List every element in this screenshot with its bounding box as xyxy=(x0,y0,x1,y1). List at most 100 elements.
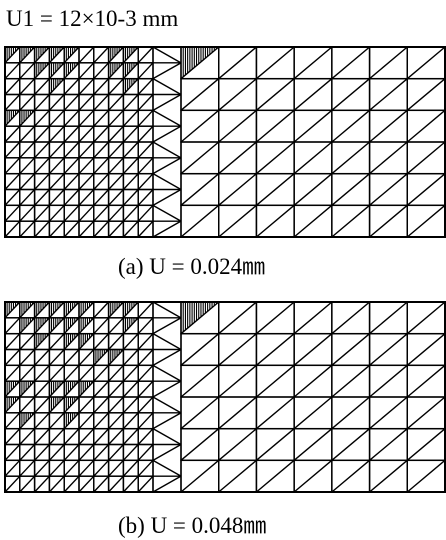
mesh-a-fine-diagonal xyxy=(78,46,95,64)
mesh-a-coarse-diagonal xyxy=(331,109,371,143)
mesh-a-fine-diagonal xyxy=(108,189,124,206)
mesh-b-transition-edge xyxy=(152,428,182,446)
mesh-b-coarse-diagonal xyxy=(331,333,371,366)
mesh-b-fine-diagonal xyxy=(137,380,154,398)
mesh-b-fine-diagonal xyxy=(108,412,124,430)
mesh-a-coarse-diagonal xyxy=(369,78,408,111)
mesh-b-fine-diagonal xyxy=(108,428,124,445)
mesh-b-fine-diagonal xyxy=(34,444,50,461)
mesh-a-coarse-diagonal xyxy=(218,109,257,143)
mesh-a-coarse-diagonal xyxy=(255,141,295,175)
mesh-a-coarse-diagonal xyxy=(218,78,257,111)
mesh-a-fine-diagonal xyxy=(63,141,80,159)
mesh-a-coarse-diagonal xyxy=(293,141,333,175)
mesh-b-fine-diagonal xyxy=(34,475,50,493)
mesh-b-fine-diagonal xyxy=(122,428,139,445)
mesh-a-shaded-cell xyxy=(65,62,78,77)
mesh-b-fine-diagonal xyxy=(137,412,154,430)
mesh-a-outer-boundary xyxy=(4,46,446,238)
mesh-a-shaded-cell xyxy=(110,62,122,77)
mesh-b-fine-diagonal xyxy=(4,459,21,477)
mesh-b-fine-diagonal xyxy=(93,364,110,382)
mesh-a-fine-diagonal xyxy=(34,173,50,190)
mesh-a-transition-edge xyxy=(152,204,182,222)
mesh-a-fine-diagonal xyxy=(108,78,124,95)
mesh-b-fine-diagonal xyxy=(93,380,110,398)
mesh-a-fine-diagonal xyxy=(137,157,154,175)
mesh-b-fine-diagonal xyxy=(108,380,124,398)
mesh-b-fine-diagonal xyxy=(122,475,139,493)
mesh-b-fine-diagonal xyxy=(63,475,80,493)
mesh-a-fine-diagonal xyxy=(63,109,80,127)
mesh-b-fine-diagonal xyxy=(137,428,154,445)
mesh-b-coarse-diagonal xyxy=(406,333,446,366)
mesh-b-fine-diagonal xyxy=(137,317,154,335)
mesh-a-fine-diagonal xyxy=(122,173,139,190)
mesh-a-fine-diagonal xyxy=(4,94,21,111)
mesh-b-coarse-diagonal xyxy=(293,428,333,461)
mesh-a-fine-diagonal xyxy=(78,204,95,222)
mesh-b-coarse-region xyxy=(180,301,446,493)
finite-element-mesh-b xyxy=(4,301,446,493)
mesh-b-shaded-cell xyxy=(6,381,19,395)
mesh-a-fine-diagonal xyxy=(48,109,65,127)
mesh-a-fine-diagonal xyxy=(4,204,21,222)
mesh-b-fine-diagonal xyxy=(137,475,154,493)
mesh-b-coarse-diagonal xyxy=(293,459,333,493)
mesh-a-fine-diagonal xyxy=(19,94,36,111)
mesh-b-coarse-diagonal xyxy=(331,459,371,493)
mesh-b-shaded-cell xyxy=(50,397,63,411)
mesh-a-shaded-cell xyxy=(50,62,63,77)
mesh-b-fine-diagonal xyxy=(4,412,21,430)
mesh-a-fine-diagonal xyxy=(137,141,154,159)
mesh-b-coarse-diagonal xyxy=(293,301,333,335)
mesh-a-fine-diagonal xyxy=(108,157,124,175)
mesh-b-fine-diagonal xyxy=(34,380,50,398)
mesh-b-shaded-cell xyxy=(21,381,34,395)
mesh-a-fine-diagonal xyxy=(137,78,154,95)
mesh-b-shaded-cell xyxy=(65,317,78,332)
mesh-a-coarse-diagonal xyxy=(331,46,371,80)
mesh-a-fine-diagonal xyxy=(19,173,36,190)
mesh-a-transition-edge xyxy=(152,173,182,191)
mesh-a-shaded-cell xyxy=(124,62,137,77)
mesh-b-fine-diagonal xyxy=(137,349,154,366)
mesh-a-coarse-diagonal xyxy=(293,204,333,238)
mesh-a-fine-diagonal xyxy=(137,125,154,143)
mesh-b-fine-diagonal xyxy=(63,459,80,477)
mesh-b-fine-diagonal xyxy=(93,428,110,445)
mesh-b-fine-diagonal xyxy=(48,475,65,493)
mesh-a-fine-diagonal xyxy=(93,94,110,111)
mesh-a-coarse-diagonal xyxy=(406,46,446,80)
mesh-a-coarse-diagonal xyxy=(369,109,408,143)
mesh-b-coarse-diagonal xyxy=(293,333,333,366)
mesh-b-fine-diagonal xyxy=(93,475,110,493)
mesh-a-fine-diagonal xyxy=(137,109,154,127)
mesh-b-fine-diagonal xyxy=(93,317,110,335)
mesh-b-fine-diagonal xyxy=(108,459,124,477)
mesh-b-coarse-diagonal xyxy=(218,364,257,398)
mesh-b-fine-diagonal xyxy=(4,428,21,445)
mesh-a-fine-diagonal xyxy=(63,78,80,95)
mesh-b-coarse-diagonal xyxy=(406,459,446,493)
mesh-a-fine-diagonal xyxy=(78,62,95,80)
mesh-a-fine-diagonal xyxy=(137,62,154,80)
mesh-a-fine-diagonal xyxy=(137,189,154,206)
mesh-b-fine-diagonal xyxy=(78,349,95,366)
mesh-a-coarse-diagonal xyxy=(255,204,295,238)
mesh-a-coarse-diagonal xyxy=(331,173,371,206)
mesh-a-fine-diagonal xyxy=(78,78,95,95)
mesh-a-coarse-diagonal xyxy=(369,173,408,206)
mesh-a-shaded-cell xyxy=(6,110,19,124)
mesh-b-fine-diagonal xyxy=(78,475,95,493)
mesh-b-shaded-cell xyxy=(95,349,108,364)
mesh-a-fine-diagonal xyxy=(63,157,80,175)
mesh-b-fine-diagonal xyxy=(19,444,36,461)
mesh-b-transition-edge xyxy=(152,459,182,477)
mesh-a-fine-diagonal xyxy=(63,125,80,143)
mesh-a-fine-diagonal xyxy=(34,94,50,111)
mesh-b-coarse-diagonal xyxy=(218,301,257,335)
mesh-a-coarse-diagonal xyxy=(180,141,220,175)
mesh-b-fine-diagonal xyxy=(93,301,110,319)
mesh-b-transition-edge xyxy=(152,348,182,366)
